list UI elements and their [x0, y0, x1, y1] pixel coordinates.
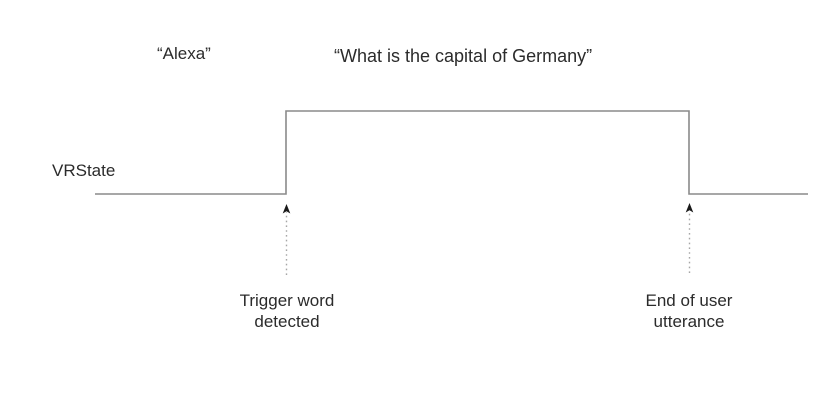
arrow-up-icon	[282, 204, 291, 214]
event-caption-end-of-user-utterance: End of user utterance	[645, 291, 733, 332]
trigger-word-pointer	[282, 204, 291, 275]
end-of-utterance-pointer	[685, 203, 694, 273]
signal-name-label: VRState	[52, 161, 116, 180]
vrstate-waveform	[95, 110, 808, 195]
arrow-up-icon	[685, 203, 694, 213]
utterance-label-user-question: “What is the capital of Germany”	[334, 46, 593, 66]
event-caption-trigger-word-detected: Trigger word detected	[239, 291, 335, 332]
utterance-label-wake-word: “Alexa”	[157, 44, 211, 63]
